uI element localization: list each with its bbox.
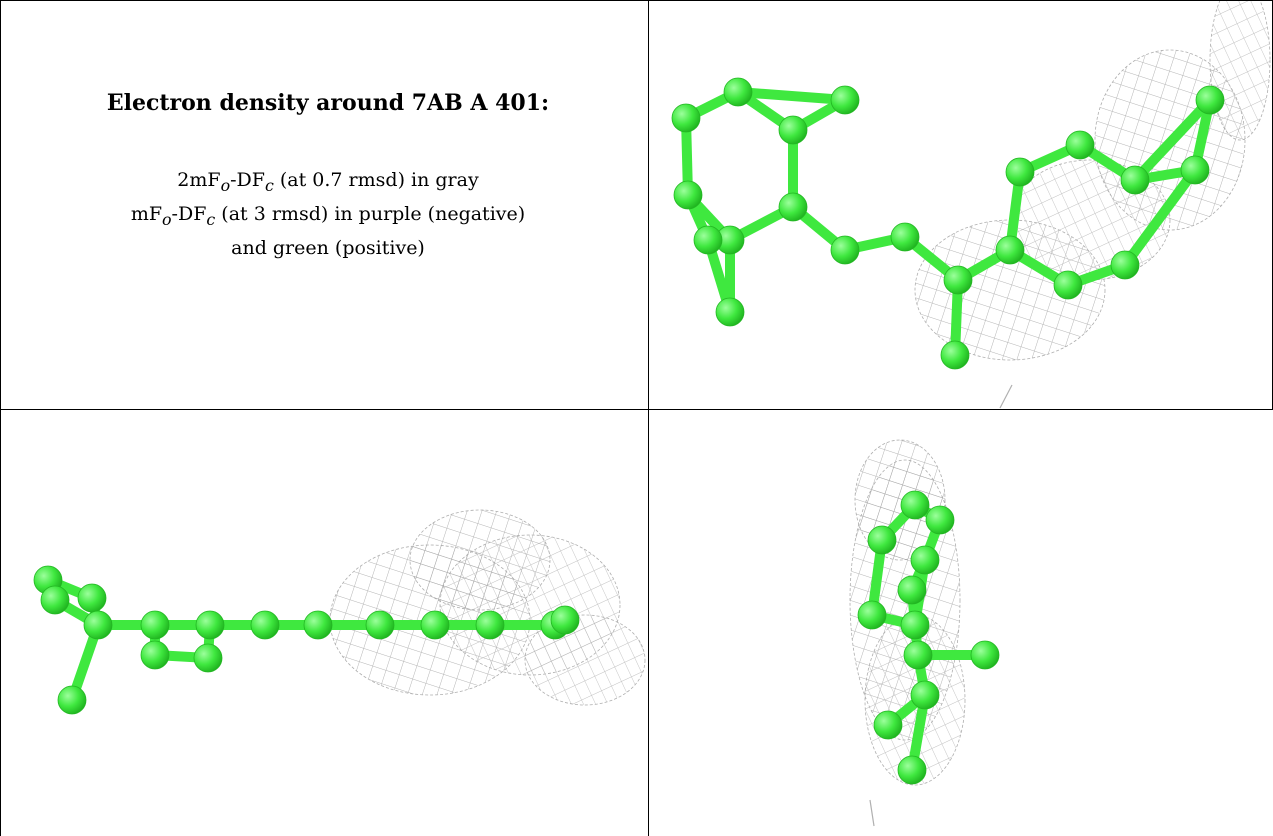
view-top-right-atom-7 xyxy=(693,225,723,255)
view-bottom-left-atom-2 xyxy=(77,583,107,613)
legend-map2-suffix: (at 3 rmsd) in purple (negative) xyxy=(215,202,526,225)
view-top-right-atom-14 xyxy=(1005,157,1035,187)
legend-map1-prefix: 2mF xyxy=(177,169,221,191)
table-border-left xyxy=(0,0,1,836)
table-row-divider xyxy=(0,409,1273,410)
view-bottom-right-atom-3 xyxy=(910,545,940,575)
view-bottom-right-atom-5 xyxy=(897,575,927,605)
view-top-right-atom-3 xyxy=(671,103,701,133)
view-bottom-left-atom-4 xyxy=(140,610,170,640)
view-top-right-atom-12 xyxy=(940,340,970,370)
view-bottom-left-atom-14 xyxy=(550,605,580,635)
caption-cell: Electron density around 7AB A 401: 2mFo-… xyxy=(0,0,648,410)
view-bottom-left-atom-10 xyxy=(365,610,395,640)
view-top-right-atom-1 xyxy=(830,85,860,115)
legend-line-positive: and green (positive) xyxy=(231,236,425,259)
view-top-right-atom-2 xyxy=(778,115,808,145)
table-border-top xyxy=(0,0,1273,1)
view-bottom-right-atom-1 xyxy=(925,505,955,535)
caption-block: Electron density around 7AB A 401: 2mFo-… xyxy=(40,90,616,263)
view-top-right-bond-0 xyxy=(733,87,850,105)
view-bottom-left-atom-6 xyxy=(195,610,225,640)
view-bottom-left-atom-11 xyxy=(420,610,450,640)
view-top-right-density-mesh-3 xyxy=(1209,0,1271,141)
view-top-right-atom-8 xyxy=(715,297,745,327)
view-bottom-right-atom-11 xyxy=(897,755,927,785)
legend-line-fo-fc: mFo-DFc (at 3 rmsd) in purple (negative) xyxy=(40,200,616,234)
table-column-divider xyxy=(648,0,649,836)
view-top-right-atom-16 xyxy=(1120,165,1150,195)
view-top-right-atom-4 xyxy=(673,180,703,210)
legend-map2-sub-o: o xyxy=(162,209,172,229)
view-bottom-right-atom-9 xyxy=(910,680,940,710)
view-bottom-right-atom-2 xyxy=(867,525,897,555)
view-bottom-left-atom-3 xyxy=(83,610,113,640)
caption-title: Electron density around 7AB A 401: xyxy=(106,90,550,116)
view-bottom-right-atom-8 xyxy=(970,640,1000,670)
legend-map1-mid: -DF xyxy=(230,169,265,191)
view-top-right-atom-20 xyxy=(1053,270,1083,300)
view-bottom-left-atom-7 xyxy=(193,643,223,673)
view-top-right-atom-5 xyxy=(778,192,808,222)
view-bottom-left-atom-8 xyxy=(250,610,280,640)
view-bottom-right-atom-4 xyxy=(857,600,887,630)
view-top-right-atom-18 xyxy=(1180,155,1210,185)
view-top-right-bond-21 xyxy=(1120,165,1200,270)
map-legend: 2mFo-DFc (at 0.7 rmsd) in gray mFo-DFc (… xyxy=(40,166,616,263)
view-bottom-left-atom-5 xyxy=(140,640,170,670)
legend-map2-sub-c: c xyxy=(206,209,216,229)
view-top-right-atom-0 xyxy=(723,77,753,107)
stray-line-2 xyxy=(869,799,875,827)
stray-density-lines xyxy=(869,384,1013,827)
view-bottom-right-atom-6 xyxy=(900,610,930,640)
view-top-right-atom-11 xyxy=(943,265,973,295)
legend-map1-suffix: (at 0.7 rmsd) in gray xyxy=(273,169,479,191)
view-top-right-atom-15 xyxy=(1065,130,1095,160)
legend-map1-sub-c: c xyxy=(264,175,274,195)
legend-line-2fo-fc: 2mFo-DFc (at 0.7 rmsd) in gray xyxy=(40,166,616,200)
view-bottom-right-atom-7 xyxy=(903,640,933,670)
view-top-right-atom-10 xyxy=(890,222,920,252)
view-bottom-left-atom-12 xyxy=(475,610,505,640)
legend-map2-mid: -DF xyxy=(171,202,207,225)
view-top-right-atom-17 xyxy=(1195,85,1225,115)
view-bottom-right-atom-10 xyxy=(873,710,903,740)
view-bottom-left-atom-15 xyxy=(57,685,87,715)
view-bottom-left-atom-1 xyxy=(40,585,70,615)
view-bottom-left-atom-9 xyxy=(303,610,333,640)
atom-layer xyxy=(33,77,1225,785)
legend-map1-sub-o: o xyxy=(220,175,231,195)
view-top-right-bond-19 xyxy=(1130,95,1215,185)
legend-map2-prefix: mF xyxy=(130,202,163,225)
view-top-right-atom-13 xyxy=(995,235,1025,265)
view-bottom-left-density-mesh-2 xyxy=(409,509,551,611)
view-top-right-atom-19 xyxy=(1110,250,1140,280)
view-bottom-right-atom-0 xyxy=(900,490,930,520)
stray-line-1 xyxy=(999,384,1013,409)
view-top-right-atom-9 xyxy=(830,235,860,265)
